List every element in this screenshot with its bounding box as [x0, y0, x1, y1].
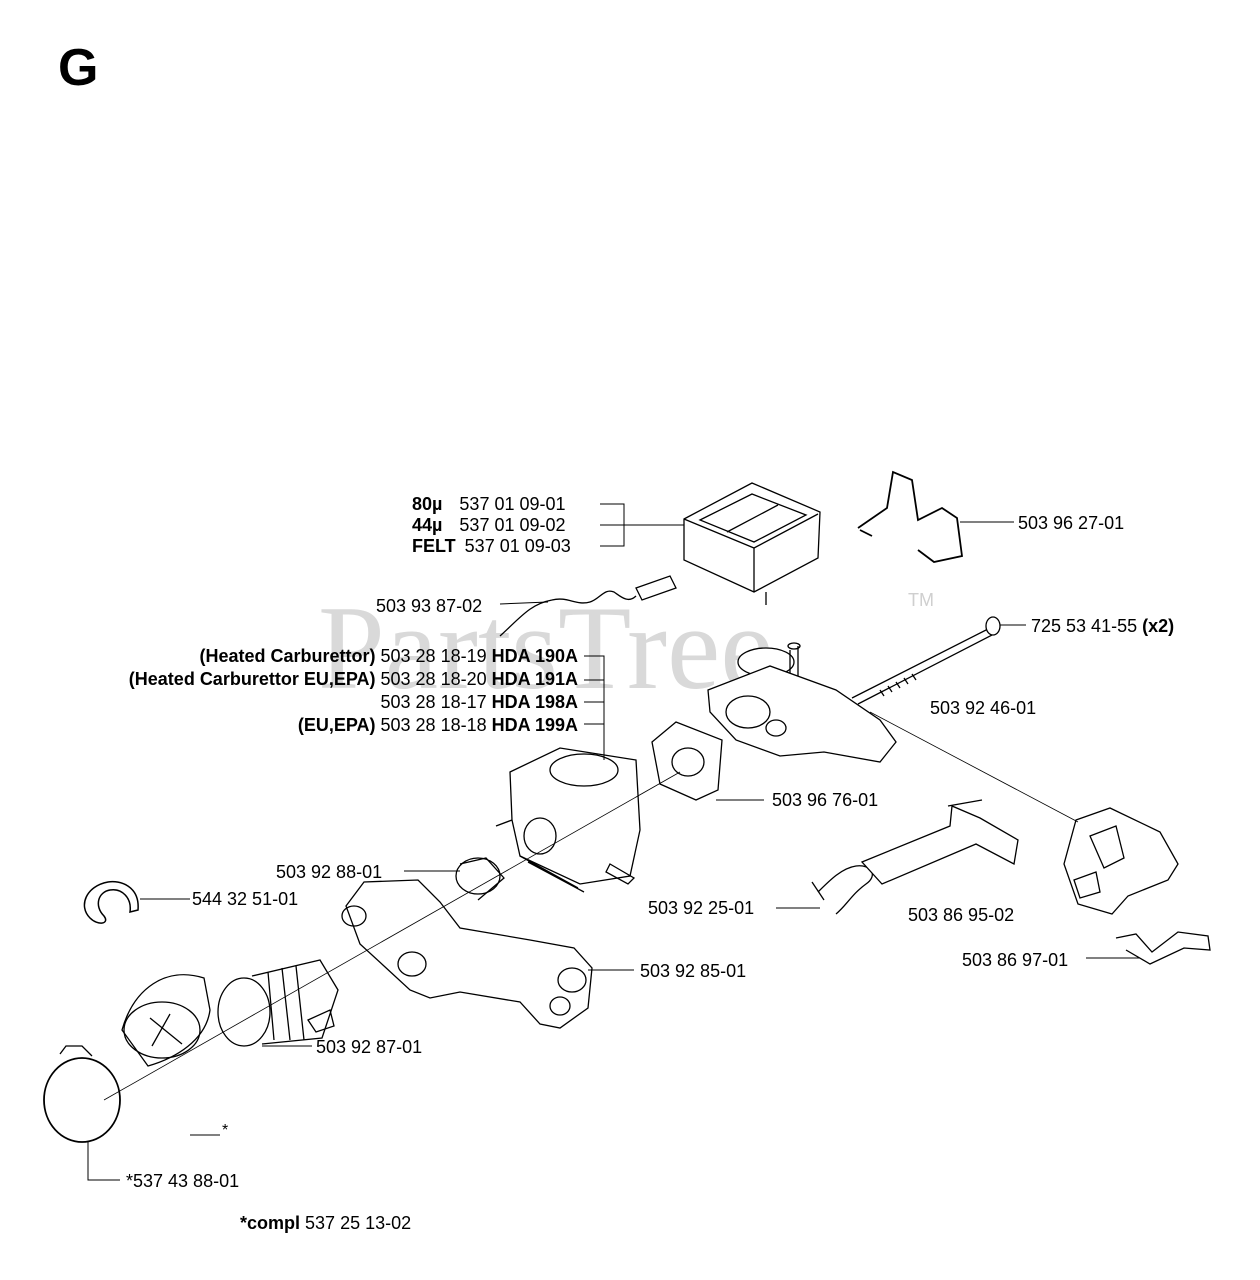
- part-label-choke-wire: 503 93 87-02: [376, 596, 483, 616]
- gasket-drawing: [651, 721, 723, 801]
- filter-part: 537 01 09-02: [459, 515, 566, 535]
- part-label-bolt: 725 53 41-55 (x2): [1031, 617, 1174, 635]
- part-label-throttle-rod: 503 92 25-01: [648, 898, 755, 918]
- part-label-bellows: 503 92 87-01: [316, 1037, 423, 1057]
- part-label-bracket: 503 96 27-01: [1018, 513, 1125, 533]
- compl-part: 537 25 13-02: [305, 1213, 412, 1233]
- hose-clamp-drawing: [43, 1045, 121, 1143]
- part-label-sleeve: 503 92 88-01: [276, 862, 383, 882]
- section-letter: G: [58, 39, 99, 97]
- carb-label-1: (Heated Carburettor) 503 28 18-19 HDA 19…: [199, 647, 578, 665]
- carb-part: 503 28 18-18: [380, 715, 487, 735]
- filter-part: 537 01 09-01: [459, 494, 566, 514]
- filter-grade: 44µ: [412, 515, 443, 535]
- filter-grade: FELT: [412, 536, 456, 556]
- carb-part: 503 28 18-19: [380, 646, 487, 666]
- part-label-clamp: *537 43 88-01: [126, 1171, 240, 1191]
- carb-label-3: 503 28 18-17 HDA 198A: [381, 693, 578, 711]
- carb-model: HDA 199A: [491, 715, 578, 735]
- bolt-qty: (x2): [1142, 616, 1175, 636]
- throttle-rod-drawing: [811, 865, 873, 915]
- part-label-circlip: 544 32 51-01: [192, 889, 299, 909]
- carb-part: 503 28 18-17: [380, 692, 487, 712]
- part-label-gasket: 503 96 76-01: [772, 790, 879, 810]
- part-label-carb-holder: 503 92 46-01: [930, 698, 1037, 718]
- star-mark: *: [222, 1122, 229, 1139]
- carb-part: 503 28 18-20: [380, 669, 487, 689]
- carb-model: HDA 198A: [491, 692, 578, 712]
- wire-bracket-drawing: [857, 470, 964, 563]
- carb-model: HDA 191A: [491, 669, 578, 689]
- air-filter-drawing: [683, 482, 821, 605]
- sleeve-drawing: [455, 857, 505, 901]
- carb-model: HDA 190A: [491, 646, 578, 666]
- spring-bracket-drawing: [1115, 931, 1211, 965]
- circlip-drawing: [83, 880, 139, 924]
- part-label-manifold: 503 92 85-01: [640, 961, 747, 981]
- trigger-housing-drawing: [1063, 807, 1179, 915]
- choke-wire-drawing: [499, 575, 677, 637]
- filter-grade: 80µ: [412, 494, 443, 514]
- carb-label-2: (Heated Carburettor EU,EPA) 503 28 18-20…: [129, 670, 578, 688]
- carb-note: (Heated Carburettor): [199, 646, 376, 666]
- part-label-bracket2: 503 86 97-01: [962, 950, 1069, 970]
- bellows-drawing: [217, 959, 339, 1047]
- compl-prefix: *compl: [240, 1213, 301, 1233]
- carburettor-drawing: [495, 747, 641, 893]
- throttle-lever-drawing: [860, 799, 1019, 885]
- part-label-lever: 503 86 95-02: [908, 905, 1015, 925]
- filter-label-80: 80µ 537 01 09-01: [412, 495, 566, 513]
- watermark: PartsTree: [318, 581, 774, 714]
- intake-cup-drawing: [121, 974, 211, 1067]
- filter-label-felt: FELT 537 01 09-03: [412, 537, 571, 555]
- filter-label-44: 44µ 537 01 09-02: [412, 516, 566, 534]
- bolt-part: 725 53 41-55: [1031, 616, 1138, 636]
- bolt-drawing: [851, 616, 1001, 705]
- carb-holder-drawing: [707, 642, 897, 763]
- carb-label-4: (EU,EPA) 503 28 18-18 HDA 199A: [298, 716, 578, 734]
- carb-note: (EU,EPA): [297, 715, 376, 735]
- intake-manifold-drawing: [307, 879, 593, 1033]
- leader-lines: [87, 503, 1140, 1181]
- carb-note: (Heated Carburettor EU,EPA): [128, 669, 376, 689]
- watermark-tm: TM: [908, 590, 934, 610]
- compl-label: *compl 537 25 13-02: [240, 1214, 411, 1232]
- filter-part: 537 01 09-03: [464, 536, 571, 556]
